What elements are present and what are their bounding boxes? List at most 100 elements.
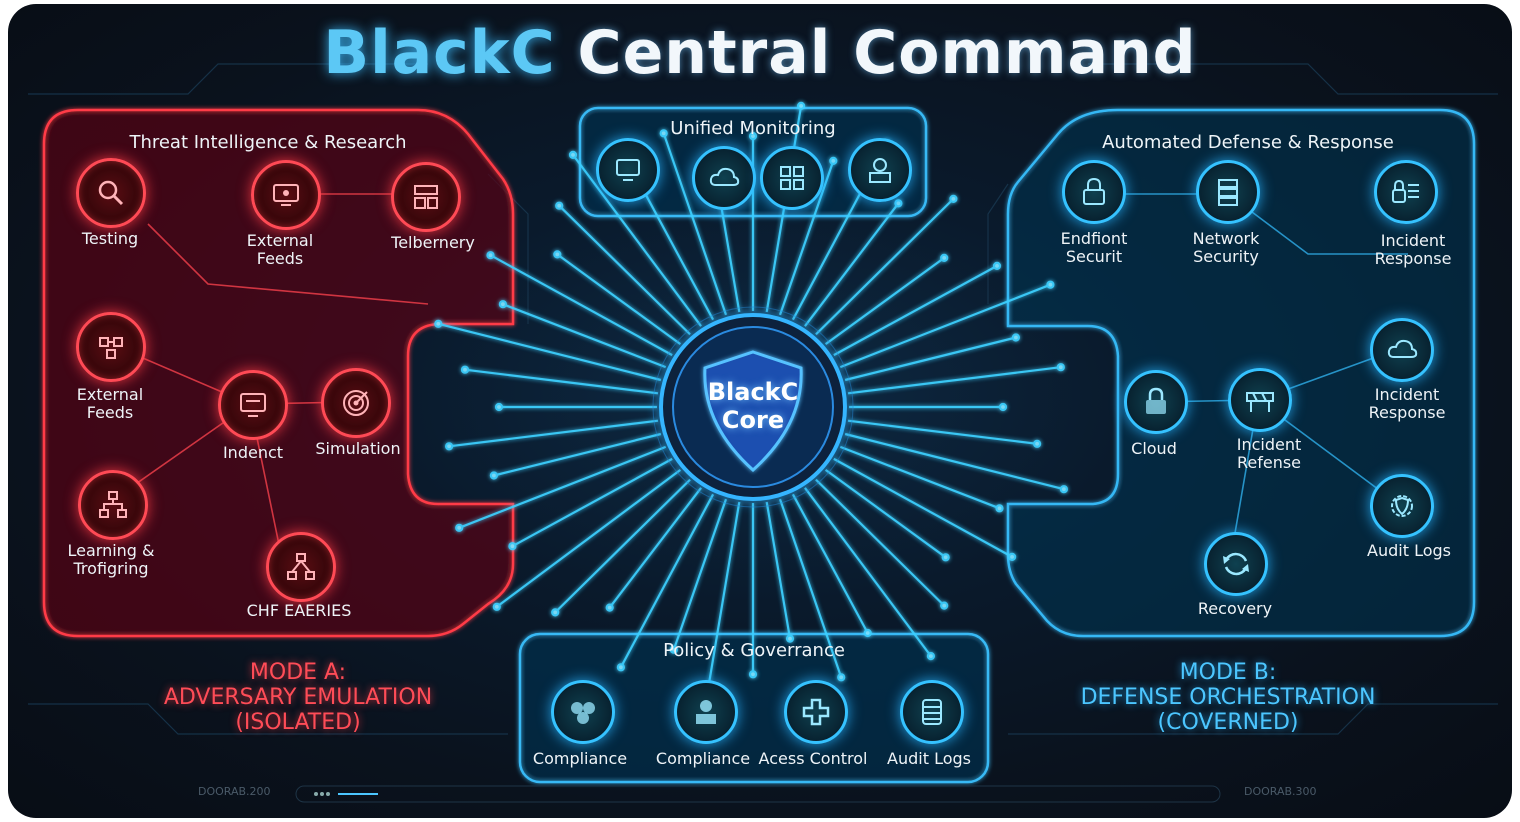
- core-ray: [833, 264, 998, 357]
- page-title: BlackC Central Command: [8, 18, 1512, 88]
- ray-endpoint: [785, 634, 795, 643]
- indenct-label: Indenct: [222, 443, 284, 462]
- core-ray: [496, 469, 682, 608]
- ray-endpoint: [1007, 552, 1017, 562]
- incident-refense-label: Incident Refense: [1236, 435, 1302, 472]
- monitoring-dashboard-node[interactable]: [760, 146, 824, 210]
- ray-endpoint: [995, 504, 1004, 513]
- ray-endpoint: [669, 645, 678, 654]
- ray-endpoint: [605, 603, 614, 612]
- core-node: BlackC Core: [673, 378, 833, 438]
- learning-label: Learning & Trofigring: [67, 541, 155, 578]
- ray-endpoint: [492, 602, 501, 611]
- core-ray: [511, 457, 673, 548]
- footer-bar: [295, 785, 1221, 803]
- core-ray: [608, 487, 702, 609]
- ray-endpoint: [659, 129, 668, 138]
- desktop-icon: [616, 159, 640, 181]
- refresh-icon: [1223, 552, 1249, 576]
- cloud-node[interactable]: [1124, 370, 1188, 434]
- monitoring-user-node[interactable]: [848, 138, 912, 202]
- core-ray: [844, 432, 1065, 491]
- core-ray: [635, 177, 715, 321]
- audit-logs-label-defense: Audit Logs: [1367, 541, 1451, 560]
- ray-endpoint: [949, 194, 958, 203]
- blocks-icon: [571, 702, 595, 724]
- network-security-label: Network Security: [1192, 229, 1260, 266]
- flowchart-icon: [287, 553, 315, 580]
- padlock-icon: [1146, 387, 1166, 414]
- core-ray: [765, 501, 792, 639]
- magnifier-icon: [98, 180, 124, 206]
- monitoring-panel-title: Unified Monitoring: [670, 118, 836, 139]
- testing-node[interactable]: [76, 158, 146, 228]
- core-ray: [815, 478, 945, 607]
- footer-right-code: DOORAB.300: [1244, 785, 1317, 798]
- core-ray: [839, 283, 1051, 369]
- incident-response-label-2: Incident Response: [1368, 385, 1446, 422]
- external-feeds-node-1[interactable]: [251, 160, 321, 230]
- ray-endpoint: [445, 442, 454, 451]
- lock-icon: [1083, 177, 1105, 205]
- target-icon: [343, 390, 369, 416]
- simulation-label: Simulation: [315, 439, 401, 458]
- shield-gear-icon: [1391, 495, 1413, 517]
- diagram-canvas: BlackC Central Command BlackC Core Threa…: [8, 4, 1512, 818]
- threat-panel-title: Threat Intelligence & Research: [129, 132, 407, 153]
- core-ray: [556, 253, 682, 345]
- core-ray: [824, 257, 945, 345]
- ray-endpoint: [508, 542, 517, 551]
- ray-endpoint: [1056, 363, 1065, 372]
- ray-endpoint: [829, 156, 838, 165]
- hierarchy-icon: [99, 491, 127, 518]
- audit-logs-node-defense[interactable]: [1370, 474, 1434, 538]
- compliance-label-2: Compliance: [655, 749, 751, 768]
- simulation-node[interactable]: [321, 368, 391, 438]
- ray-endpoint: [992, 261, 1002, 270]
- screen-icon: [240, 393, 266, 417]
- learning-node[interactable]: [78, 470, 148, 540]
- endpoint-security-node[interactable]: [1062, 160, 1126, 224]
- compliance-node-2[interactable]: [674, 680, 738, 744]
- compliance-label-1: Compliance: [532, 749, 628, 768]
- network-security-node[interactable]: [1196, 160, 1260, 224]
- indenct-node[interactable]: [218, 370, 288, 440]
- ray-endpoint: [863, 628, 872, 638]
- core-ray: [558, 204, 691, 336]
- core-ray: [804, 487, 932, 657]
- ray-endpoint: [616, 663, 626, 672]
- compliance-node-1[interactable]: [551, 680, 615, 744]
- ray-endpoint: [837, 673, 846, 682]
- core-ray: [847, 366, 1061, 395]
- incident-refense-node[interactable]: [1228, 368, 1292, 432]
- monitoring-desktop-node[interactable]: [596, 138, 660, 202]
- incident-response-node-2[interactable]: [1370, 318, 1434, 382]
- external-feeds-label-1: External Feeds: [246, 231, 314, 268]
- core-ray: [458, 445, 667, 529]
- telbernery-node[interactable]: [391, 162, 461, 232]
- ray-endpoint: [494, 402, 504, 412]
- external-feeds-node-2[interactable]: [76, 312, 146, 382]
- core-ray: [554, 478, 691, 614]
- incident-response-node-1[interactable]: [1374, 160, 1438, 224]
- chf-eaeries-label: CHF EAERIES: [246, 601, 352, 620]
- monitoring-cloud-node[interactable]: [692, 146, 756, 210]
- policy-panel-title: Policy & Goverrance: [663, 640, 845, 661]
- ray-endpoint: [551, 608, 560, 617]
- ray-endpoint: [940, 253, 949, 262]
- ray-endpoint: [998, 402, 1008, 412]
- core-ray: [672, 498, 728, 651]
- ray-endpoint: [460, 365, 470, 374]
- audit-logs-node-policy[interactable]: [900, 680, 964, 744]
- core-ray: [839, 445, 1000, 510]
- recovery-node[interactable]: [1204, 532, 1268, 596]
- ray-endpoint: [1032, 439, 1042, 448]
- dashboard-icon: [780, 166, 804, 190]
- chf-eaeries-node[interactable]: [266, 532, 336, 602]
- ray-endpoint: [489, 471, 498, 480]
- recovery-label: Recovery: [1197, 599, 1273, 618]
- ray-endpoint: [568, 150, 578, 159]
- access-control-node[interactable]: [784, 680, 848, 744]
- endpoint-security-label: Endfiont Securit: [1060, 229, 1128, 266]
- testing-label: Testing: [81, 229, 139, 248]
